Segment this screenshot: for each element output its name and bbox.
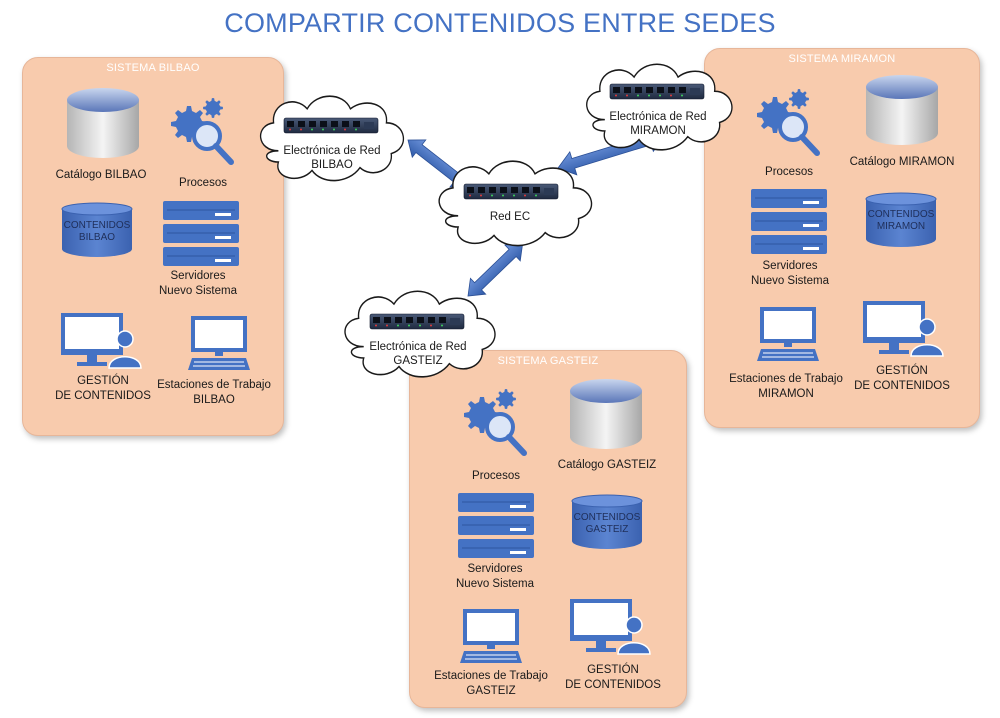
workstation-icon — [460, 609, 522, 663]
site-bilbao-title: SISTEMA BILBAO — [106, 62, 200, 74]
gears-magnifier-icon — [171, 98, 234, 165]
network-switch-icon — [609, 83, 705, 100]
site-miramon-title: SISTEMA MIRAMON — [788, 53, 896, 65]
workstation-icon — [757, 307, 819, 361]
monitor-user-icon — [863, 301, 944, 357]
servers-label: Servidores Nuevo Sistema — [456, 563, 534, 590]
catalog-label: Catálogo MIRAMON — [849, 156, 955, 168]
server-rack-icon — [458, 493, 534, 558]
cloud-icon — [438, 160, 593, 247]
site-gasteiz-title: SISTEMA GASTEIZ — [497, 355, 599, 367]
contents-db-label: CONTENIDOS GASTEIZ — [573, 512, 641, 535]
workstations-label: Estaciones de Trabajo BILBAO — [157, 379, 271, 406]
gears-magnifier-icon — [757, 89, 820, 156]
network-switch-icon — [369, 313, 465, 330]
servers-label: Servidores Nuevo Sistema — [751, 260, 829, 287]
workstations-label: Estaciones de Trabajo GASTEIZ — [434, 670, 548, 697]
site-gasteiz-panel: SISTEMA GASTEIZ Procesos Catálogo GASTEI… — [409, 350, 687, 708]
database-icon — [570, 379, 642, 449]
network-switch-icon — [463, 183, 559, 200]
network-core-label: Red EC — [489, 211, 531, 223]
processes-label: Procesos — [179, 177, 227, 189]
database-icon — [61, 202, 133, 257]
contents-db-label: CONTENIDOS BILBAO — [63, 220, 131, 243]
workstations-label: Estaciones de Trabajo MIRAMON — [729, 373, 843, 400]
monitor-user-icon — [61, 313, 142, 369]
management-label: GESTIÓN DE CONTENIDOS — [565, 664, 661, 691]
catalog-label: Catálogo GASTEIZ — [557, 459, 657, 471]
servers-label: Servidores Nuevo Sistema — [159, 270, 237, 297]
page-title: COMPARTIR CONTENIDOS ENTRE SEDES — [224, 8, 776, 38]
database-icon — [866, 75, 938, 145]
gears-magnifier-icon — [464, 389, 527, 456]
database-icon — [67, 88, 139, 158]
server-rack-icon — [751, 189, 827, 254]
processes-label: Procesos — [765, 166, 813, 178]
site-bilbao-panel: SISTEMA BILBAO Catálogo BILBAO Procesos … — [22, 57, 284, 436]
server-rack-icon — [163, 201, 239, 266]
cloud-icon — [344, 290, 496, 378]
network-miramon-label: Electrónica de Red MIRAMON — [609, 111, 707, 137]
management-label: GESTIÓN DE CONTENIDOS — [854, 365, 950, 392]
processes-label: Procesos — [472, 470, 520, 482]
network-switch-icon — [283, 117, 379, 134]
workstation-icon — [188, 316, 250, 370]
monitor-user-icon — [570, 599, 651, 655]
database-icon — [865, 192, 937, 247]
site-miramon-panel: SISTEMA MIRAMON Procesos Catálogo MIRAMO… — [704, 48, 980, 428]
network-gasteiz-label: Electrónica de Red GASTEIZ — [369, 341, 467, 367]
catalog-label: Catálogo BILBAO — [55, 169, 147, 181]
cloud-icon — [259, 95, 405, 182]
database-icon — [571, 494, 643, 549]
contents-db-label: CONTENIDOS MIRAMON — [867, 209, 935, 232]
cloud-icon — [585, 63, 733, 151]
management-label: GESTIÓN DE CONTENIDOS — [55, 375, 151, 402]
network-bilbao-label: Electrónica de Red BILBAO — [283, 145, 381, 171]
